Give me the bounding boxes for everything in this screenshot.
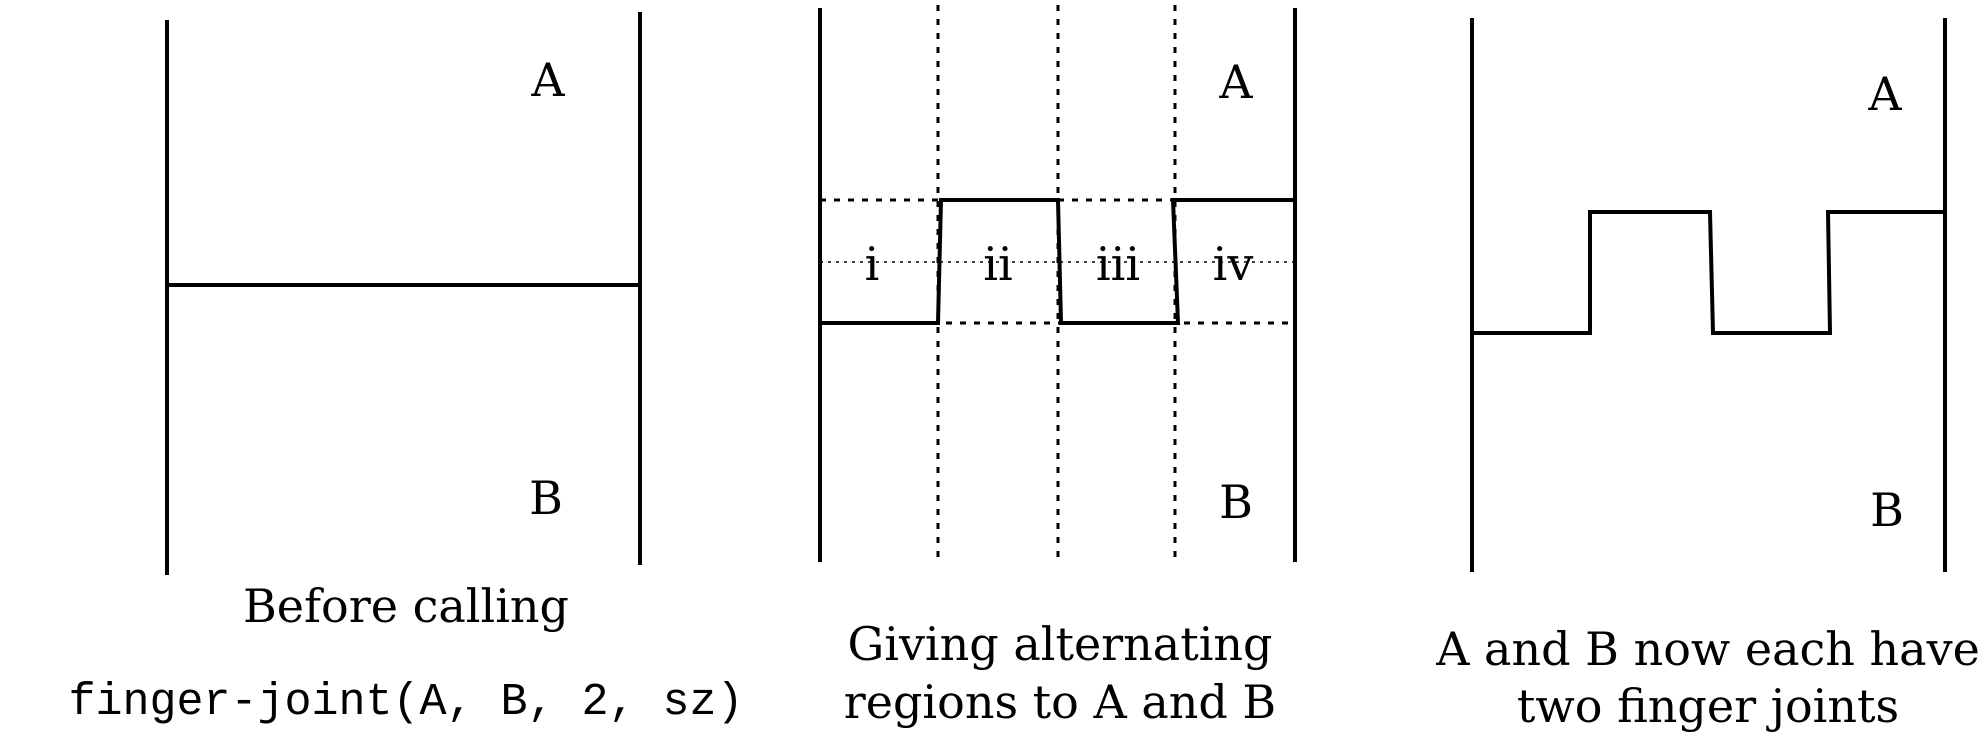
region-label-iv: iv	[1213, 237, 1254, 291]
label-a: A	[1218, 55, 1253, 109]
panel-regions: A B i ii iii iv Giving alternating regio…	[818, 5, 1297, 729]
label-b: B	[1870, 483, 1904, 537]
region-label-ii: ii	[983, 237, 1012, 291]
label-b: B	[529, 471, 563, 525]
caption-line-1: A and B now each have	[1435, 622, 1980, 676]
region-label-iii: iii	[1096, 237, 1140, 291]
finger-boundary	[820, 198, 1295, 325]
caption-line-1: Giving alternating	[847, 617, 1272, 671]
label-b: B	[1219, 475, 1253, 529]
caption-line-2: two finger joints	[1517, 679, 1899, 733]
panel-result: A B A and B now each have two finger joi…	[1435, 18, 1980, 733]
region-label-i: i	[865, 237, 880, 291]
caption-line-1: Before calling	[243, 579, 569, 633]
panel-before: A B Before calling finger-joint(A, B, 2,…	[68, 12, 744, 728]
caption-code: finger-joint(A, B, 2, sz)	[68, 677, 743, 728]
label-a: A	[530, 53, 565, 107]
label-a: A	[1867, 67, 1902, 121]
finger-joint-line	[1472, 210, 1945, 335]
caption-line-2: regions to A and B	[844, 675, 1277, 729]
